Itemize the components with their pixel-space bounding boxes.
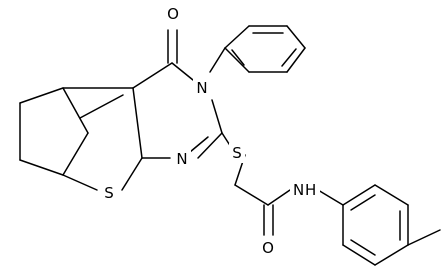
atom-label-sulfur: S xyxy=(104,184,114,202)
bond xyxy=(132,87,143,159)
bond xyxy=(224,25,250,49)
atom-label-nitrogen: N xyxy=(196,79,207,97)
bond xyxy=(121,157,143,191)
bond xyxy=(286,47,306,73)
bond xyxy=(197,132,223,159)
atom-label-oxygen: O xyxy=(167,5,179,23)
bond xyxy=(19,87,64,104)
bond xyxy=(224,47,250,73)
bond xyxy=(374,244,409,266)
atom-label-nitrogen: N xyxy=(293,181,304,199)
bond xyxy=(350,239,376,256)
bond xyxy=(62,174,98,191)
bond xyxy=(79,94,124,119)
atom-labels: O N S N S N H O xyxy=(101,3,320,259)
atom-label-sulfur: S xyxy=(232,144,242,162)
bond xyxy=(342,244,376,266)
bond xyxy=(286,25,306,49)
bond xyxy=(231,49,245,66)
bond xyxy=(19,159,64,176)
bond xyxy=(317,189,344,206)
bond xyxy=(350,194,376,211)
atom-label-oxygen: O xyxy=(262,239,274,257)
bond xyxy=(132,62,173,89)
bond xyxy=(62,87,89,134)
atom-label-hydrogen: H xyxy=(305,181,316,199)
atom-label-nitrogen: N xyxy=(176,150,187,168)
bond xyxy=(407,229,441,246)
bond xyxy=(267,189,291,206)
bond xyxy=(281,48,297,67)
bond xyxy=(62,132,89,176)
bond xyxy=(211,99,223,134)
bond xyxy=(374,184,409,206)
bond xyxy=(189,136,209,153)
bond xyxy=(209,47,226,73)
bond xyxy=(342,184,376,206)
bond xyxy=(234,184,269,206)
bond xyxy=(171,62,194,81)
bonds xyxy=(19,25,441,266)
